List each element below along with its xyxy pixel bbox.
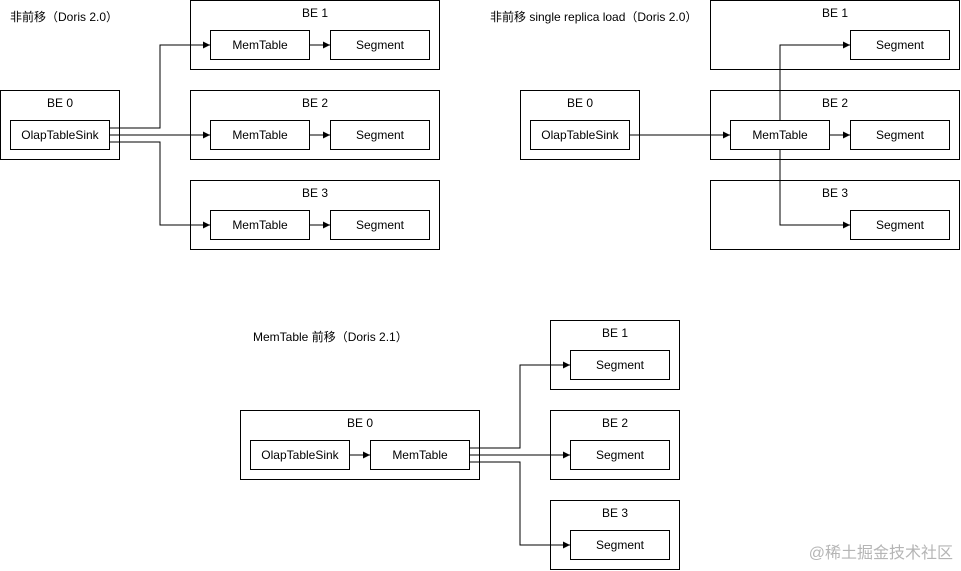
d1-be2-memtable-node: MemTable xyxy=(210,120,310,150)
d2-memtable-to-be3-segment-arrow xyxy=(779,150,850,229)
watermark: @稀土掘金技术社区 xyxy=(808,545,953,562)
diagram1-title: 非前移（Doris 2.0） xyxy=(10,10,119,24)
d1-be1-label: BE 1 xyxy=(301,6,328,20)
d1-be1-segment-node: Segment xyxy=(330,30,430,60)
d2-be2-segment-node: Segment xyxy=(850,120,950,150)
d3-memtable-to-be1-segment-arrow xyxy=(470,361,570,449)
d1-be1-memtable-node: MemTable xyxy=(210,30,310,60)
d2-be2-memtable-node: MemTable xyxy=(730,120,830,150)
d3-be2-segment-node: Segment xyxy=(570,440,670,470)
d3-be1-segment-node: Segment xyxy=(570,350,670,380)
d1-sink-to-be3-memtable-arrow xyxy=(110,141,210,229)
d1-be2-label: BE 2 xyxy=(301,96,328,110)
d3-be1-label: BE 1 xyxy=(601,326,628,340)
d3-be0-label: BE 0 xyxy=(346,416,373,430)
d3-memtable-to-be3-segment-arrow xyxy=(470,461,570,549)
d1-be3-label: BE 3 xyxy=(301,186,328,200)
diagram3-title: MemTable 前移（Doris 2.1） xyxy=(253,330,408,344)
d3-be3-label: BE 3 xyxy=(601,506,628,520)
d1-be3-segment-node: Segment xyxy=(330,210,430,240)
diagram2-title: 非前移 single replica load（Doris 2.0） xyxy=(490,10,698,24)
d2-be0-label: BE 0 xyxy=(566,96,593,110)
d2-be3-label: BE 3 xyxy=(821,186,848,200)
d1-be0-label: BE 0 xyxy=(46,96,73,110)
d3-be3-segment-node: Segment xyxy=(570,530,670,560)
d2-olaptablesink-node: OlapTableSink xyxy=(530,120,630,150)
d2-be1-segment-node: Segment xyxy=(850,30,950,60)
d3-be2-label: BE 2 xyxy=(601,416,628,430)
d1-sink-to-be1-memtable-arrow xyxy=(110,41,210,129)
d2-be2-label: BE 2 xyxy=(821,96,848,110)
d3-olaptablesink-node: OlapTableSink xyxy=(250,440,350,470)
d3-memtable-node: MemTable xyxy=(370,440,470,470)
d2-be3-segment-node: Segment xyxy=(850,210,950,240)
d2-be1-label: BE 1 xyxy=(821,6,848,20)
d1-olaptablesink-node: OlapTableSink xyxy=(10,120,110,150)
d1-be2-segment-node: Segment xyxy=(330,120,430,150)
d2-memtable-to-be1-segment-arrow xyxy=(779,41,850,120)
d1-be3-memtable-node: MemTable xyxy=(210,210,310,240)
